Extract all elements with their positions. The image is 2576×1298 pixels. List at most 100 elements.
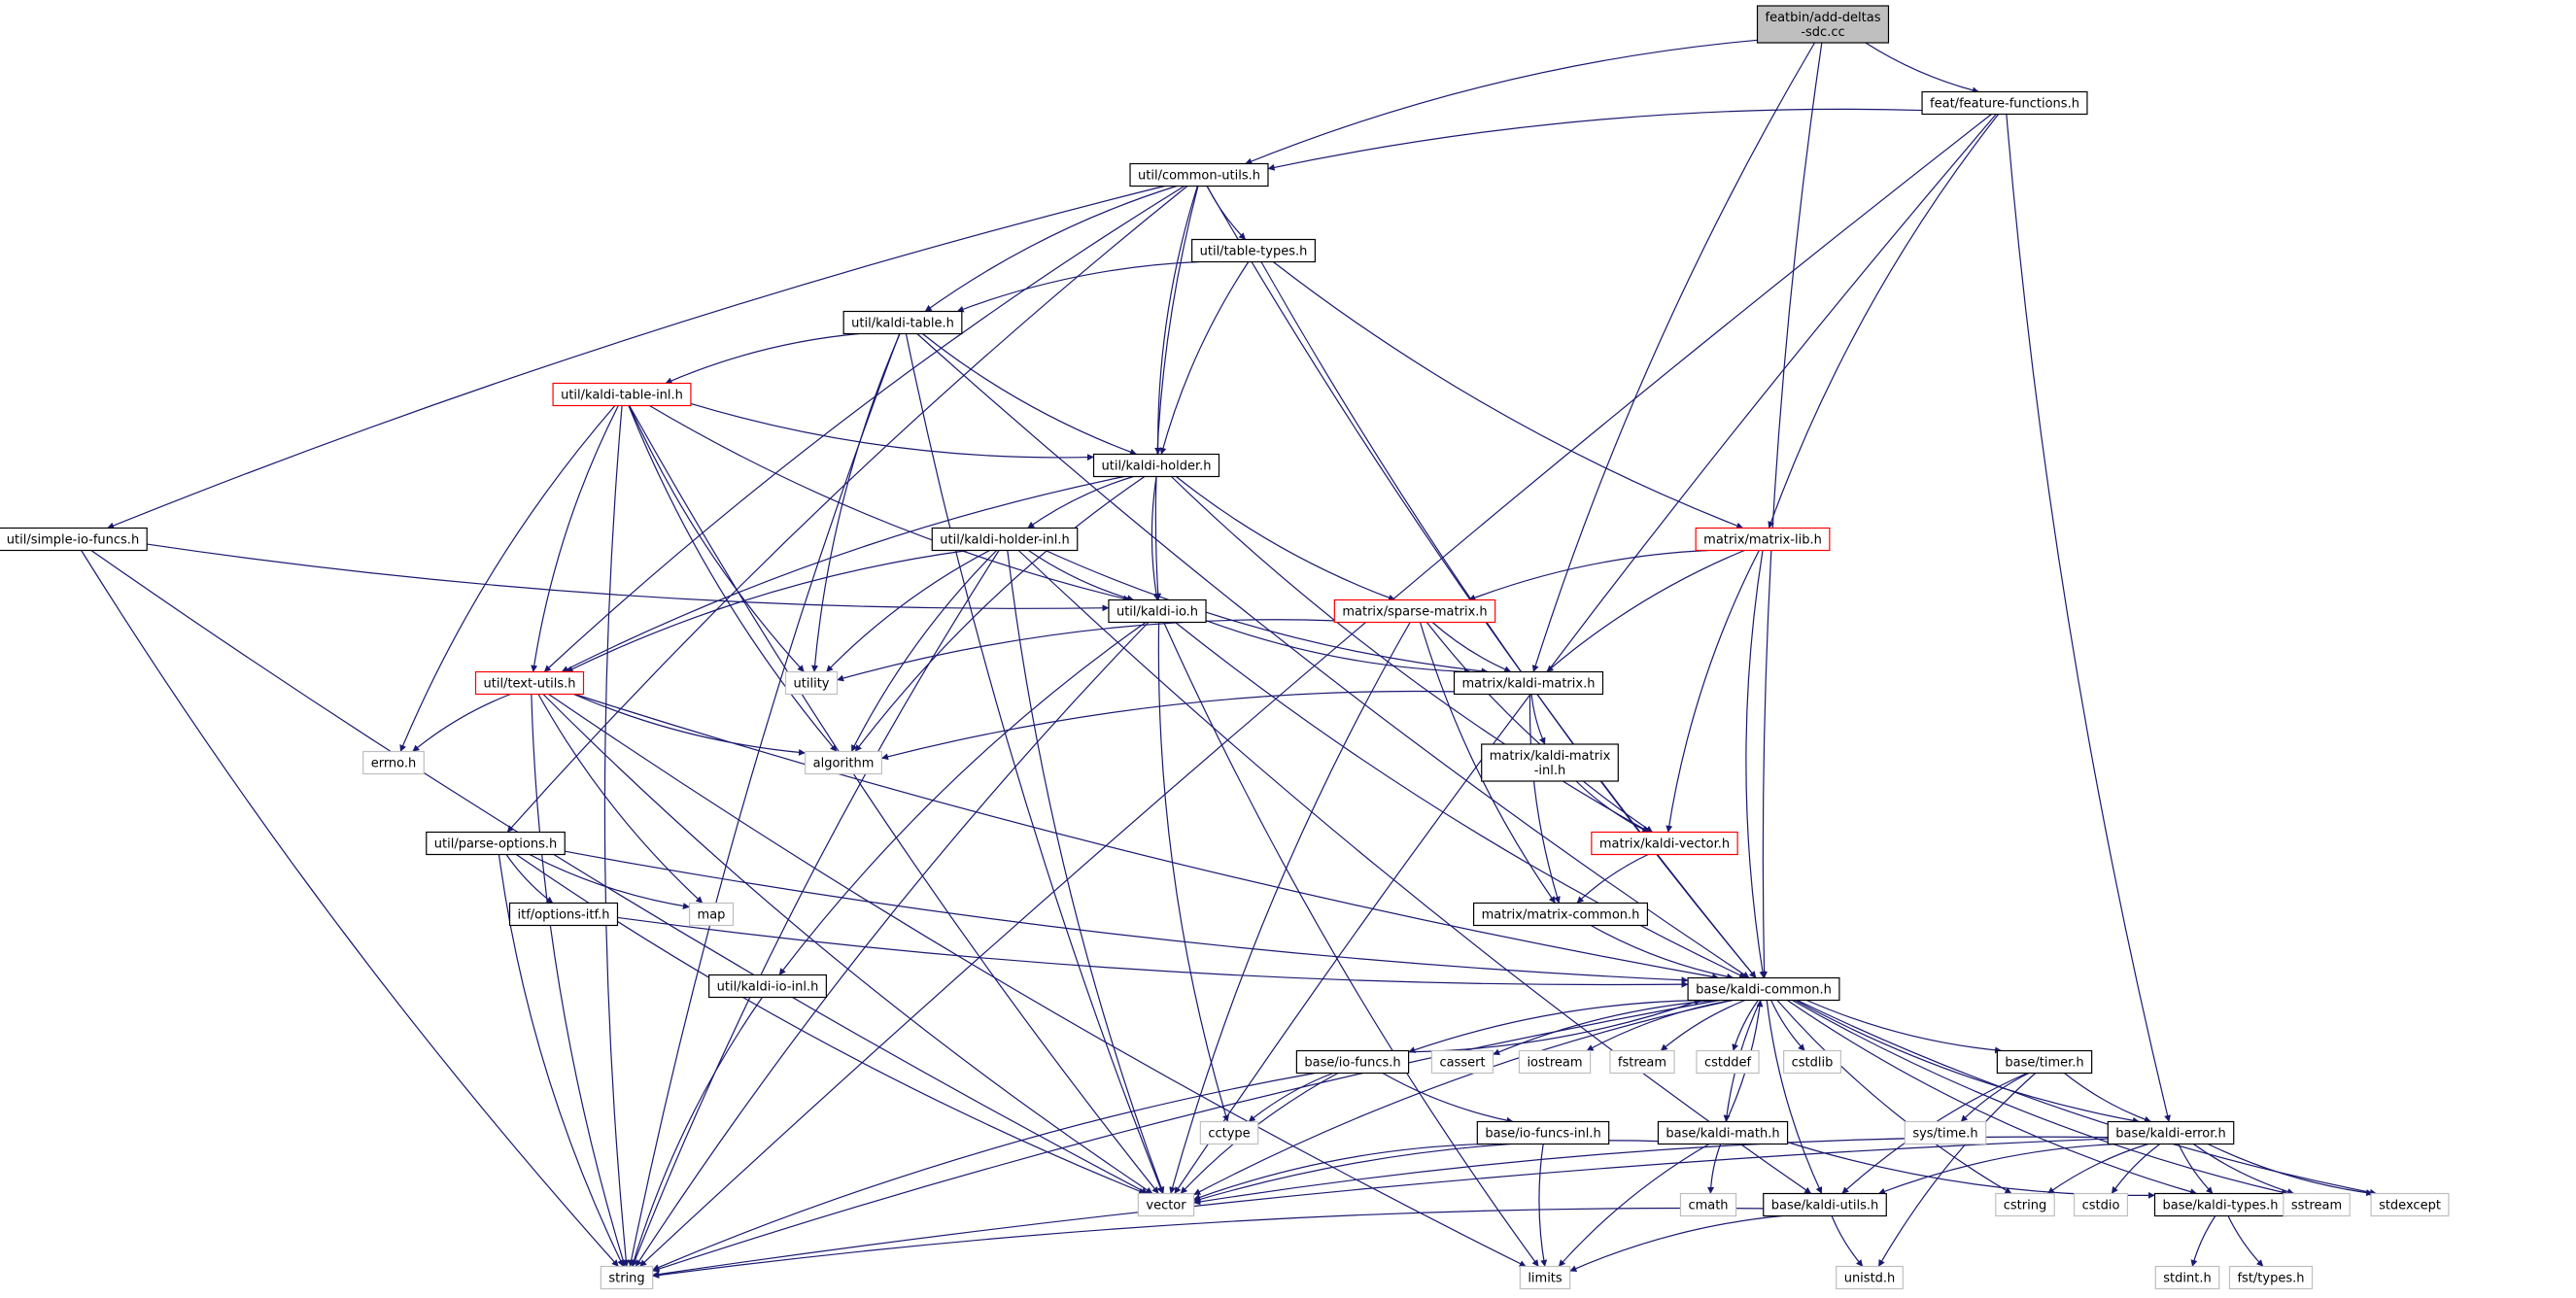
node-cstdlib: cstdlib xyxy=(1783,1049,1841,1075)
node-kaldi-holder-inl[interactable]: util/kaldi-holder-inl.h xyxy=(931,527,1079,552)
node-box xyxy=(1687,976,1840,1002)
node-timer[interactable]: base/timer.h xyxy=(1996,1049,2093,1075)
node-box xyxy=(1137,1192,1195,1217)
node-box xyxy=(1518,1049,1592,1075)
node-common-utils[interactable]: util/common-utils.h xyxy=(1129,162,1269,188)
node-kaldi-matrix[interactable]: matrix/kaldi-matrix.h xyxy=(1453,670,1604,696)
node-kaldi-utils[interactable]: base/kaldi-utils.h xyxy=(1763,1192,1887,1217)
edge-feat-ff-to-vector xyxy=(1174,114,1997,1194)
edge-matrix-common-to-kaldi-common xyxy=(1590,924,1735,980)
edge-kaldi-error-to-sstream xyxy=(2192,1144,2295,1195)
node-box xyxy=(2228,1265,2314,1290)
node-label: base/kaldi-utils.h xyxy=(1771,1199,1879,1213)
node-label: base/kaldi-math.h xyxy=(1666,1127,1779,1142)
node-cstddef: cstddef xyxy=(1696,1049,1760,1075)
node-kaldi-holder[interactable]: util/kaldi-holder.h xyxy=(1092,453,1220,478)
node-box xyxy=(805,750,882,775)
edge-kaldi-holder-to-kaldi-vector xyxy=(1171,476,1650,834)
edge-text-utils-to-limits xyxy=(548,694,1527,1268)
node-cctype: cctype xyxy=(1199,1120,1259,1145)
node-kaldi-matrix-inl[interactable]: matrix/kaldi-matrix-inl.h xyxy=(1481,743,1619,782)
node-sparse-matrix[interactable]: matrix/sparse-matrix.h xyxy=(1333,598,1496,624)
node-label: util/kaldi-holder-inl.h xyxy=(940,533,1069,548)
node-label: base/kaldi-error.h xyxy=(2115,1127,2225,1142)
node-unistd: unistd.h xyxy=(1836,1265,1904,1290)
node-kaldi-math[interactable]: base/kaldi-math.h xyxy=(1657,1120,1789,1145)
edge-text-utils-to-map xyxy=(537,694,704,904)
node-box xyxy=(1836,1265,1904,1290)
node-label: cctype xyxy=(1208,1127,1250,1142)
node-kaldi-io-inl[interactable]: util/kaldi-io-inl.h xyxy=(708,974,827,999)
node-label: util/kaldi-table.h xyxy=(851,317,954,331)
node-label: util/kaldi-io-inl.h xyxy=(717,980,819,995)
node-box xyxy=(1591,831,1738,856)
edge-kaldi-error-to-cstring xyxy=(2046,1143,2148,1194)
edge-kaldi-holder-to-kaldi-io xyxy=(1151,476,1160,600)
node-box xyxy=(842,310,963,335)
edge-table-types-to-kaldi-holder xyxy=(1159,261,1250,455)
node-matrix-lib[interactable]: matrix/matrix-lib.h xyxy=(1695,527,1831,552)
edge-kaldi-common-to-string xyxy=(652,999,1720,1273)
edge-kaldi-table-inl-to-kaldi-io xyxy=(649,404,1130,602)
node-label: matrix/kaldi-vector.h xyxy=(1599,837,1730,852)
edge-simple-io-to-vector xyxy=(90,550,1149,1195)
edge-kaldi-io-to-kaldi-common xyxy=(1175,622,1746,979)
node-box xyxy=(508,902,619,927)
node-sys-time: sys/time.h xyxy=(1904,1120,1987,1145)
edge-kaldi-table-to-vector xyxy=(905,333,1164,1194)
edge-text-utils-to-errno xyxy=(412,693,511,752)
node-options-itf[interactable]: itf/options-itf.h xyxy=(508,902,619,927)
node-kaldi-error[interactable]: base/kaldi-error.h xyxy=(2107,1120,2235,1145)
node-io-funcs[interactable]: base/io-funcs.h xyxy=(1295,1049,1410,1075)
node-box xyxy=(1472,902,1649,927)
node-kaldi-types[interactable]: base/kaldi-types.h xyxy=(2153,1192,2287,1217)
edge-text-utils-to-algorithm xyxy=(573,693,806,756)
node-io-funcs-inl[interactable]: base/io-funcs-inl.h xyxy=(1476,1120,1610,1145)
node-text-utils[interactable]: util/text-utils.h xyxy=(474,670,585,696)
node-table-types[interactable]: util/table-types.h xyxy=(1191,238,1316,263)
node-simple-io[interactable]: util/simple-io-funcs.h xyxy=(0,527,148,552)
edge-text-utils-to-kaldi-common xyxy=(574,693,1719,980)
edge-root-to-kaldi-matrix xyxy=(1531,42,1816,672)
node-box xyxy=(1108,598,1207,624)
node-label: map xyxy=(698,908,726,923)
node-label: util/kaldi-holder.h xyxy=(1102,460,1212,474)
node-box xyxy=(1481,743,1619,782)
node-box xyxy=(2107,1120,2235,1145)
node-cstdio: cstdio xyxy=(2073,1192,2129,1217)
node-box xyxy=(1129,162,1269,188)
edge-parse-options-to-string xyxy=(498,854,625,1267)
node-box xyxy=(1657,1120,1789,1145)
node-kaldi-table-inl[interactable]: util/kaldi-table-inl.h xyxy=(552,382,692,407)
node-kaldi-common[interactable]: base/kaldi-common.h xyxy=(1687,976,1840,1002)
edge-kaldi-matrix-to-matrix-common xyxy=(1528,694,1561,904)
node-kaldi-table[interactable]: util/kaldi-table.h xyxy=(842,310,963,335)
node-feat-ff[interactable]: feat/feature-functions.h xyxy=(1921,90,2088,116)
edge-timer-to-sys-time xyxy=(1960,1072,2030,1122)
node-label: sys/time.h xyxy=(1912,1127,1977,1142)
node-label: limits xyxy=(1528,1272,1563,1286)
edge-table-types-to-kaldi-table xyxy=(956,260,1199,313)
edge-matrix-lib-to-kaldi-vector xyxy=(1666,550,1760,833)
node-box xyxy=(1609,1049,1675,1075)
edge-sparse-matrix-to-utility xyxy=(837,619,1335,682)
edge-kaldi-table-inl-to-errno xyxy=(399,405,616,752)
edge-timer-to-kaldi-error xyxy=(2064,1073,2151,1123)
edge-common-utils-to-kaldi-holder xyxy=(1154,186,1198,455)
edge-matrix-lib-to-kaldi-matrix xyxy=(1546,549,1745,672)
edge-kaldi-types-to-fst-types xyxy=(2227,1215,2264,1267)
edge-kaldi-table-inl-to-text-utils xyxy=(531,405,619,672)
node-label: cassert xyxy=(1439,1056,1485,1071)
node-fst-types: fst/types.h xyxy=(2228,1265,2314,1290)
edge-kaldi-common-to-cstdlib xyxy=(1770,1000,1805,1051)
node-box xyxy=(362,750,425,775)
node-root[interactable]: featbin/add-deltas-sdc.cc xyxy=(1756,5,1890,44)
node-matrix-common[interactable]: matrix/matrix-common.h xyxy=(1472,902,1649,927)
node-kaldi-vector[interactable]: matrix/kaldi-vector.h xyxy=(1591,831,1738,856)
node-kaldi-io[interactable]: util/kaldi-io.h xyxy=(1108,598,1207,624)
node-vector: vector xyxy=(1137,1192,1195,1217)
node-parse-options[interactable]: util/parse-options.h xyxy=(426,831,566,856)
node-label: util/parse-options.h xyxy=(434,837,557,852)
node-box xyxy=(2283,1192,2351,1217)
node-label: -sdc.cc xyxy=(1801,25,1844,40)
